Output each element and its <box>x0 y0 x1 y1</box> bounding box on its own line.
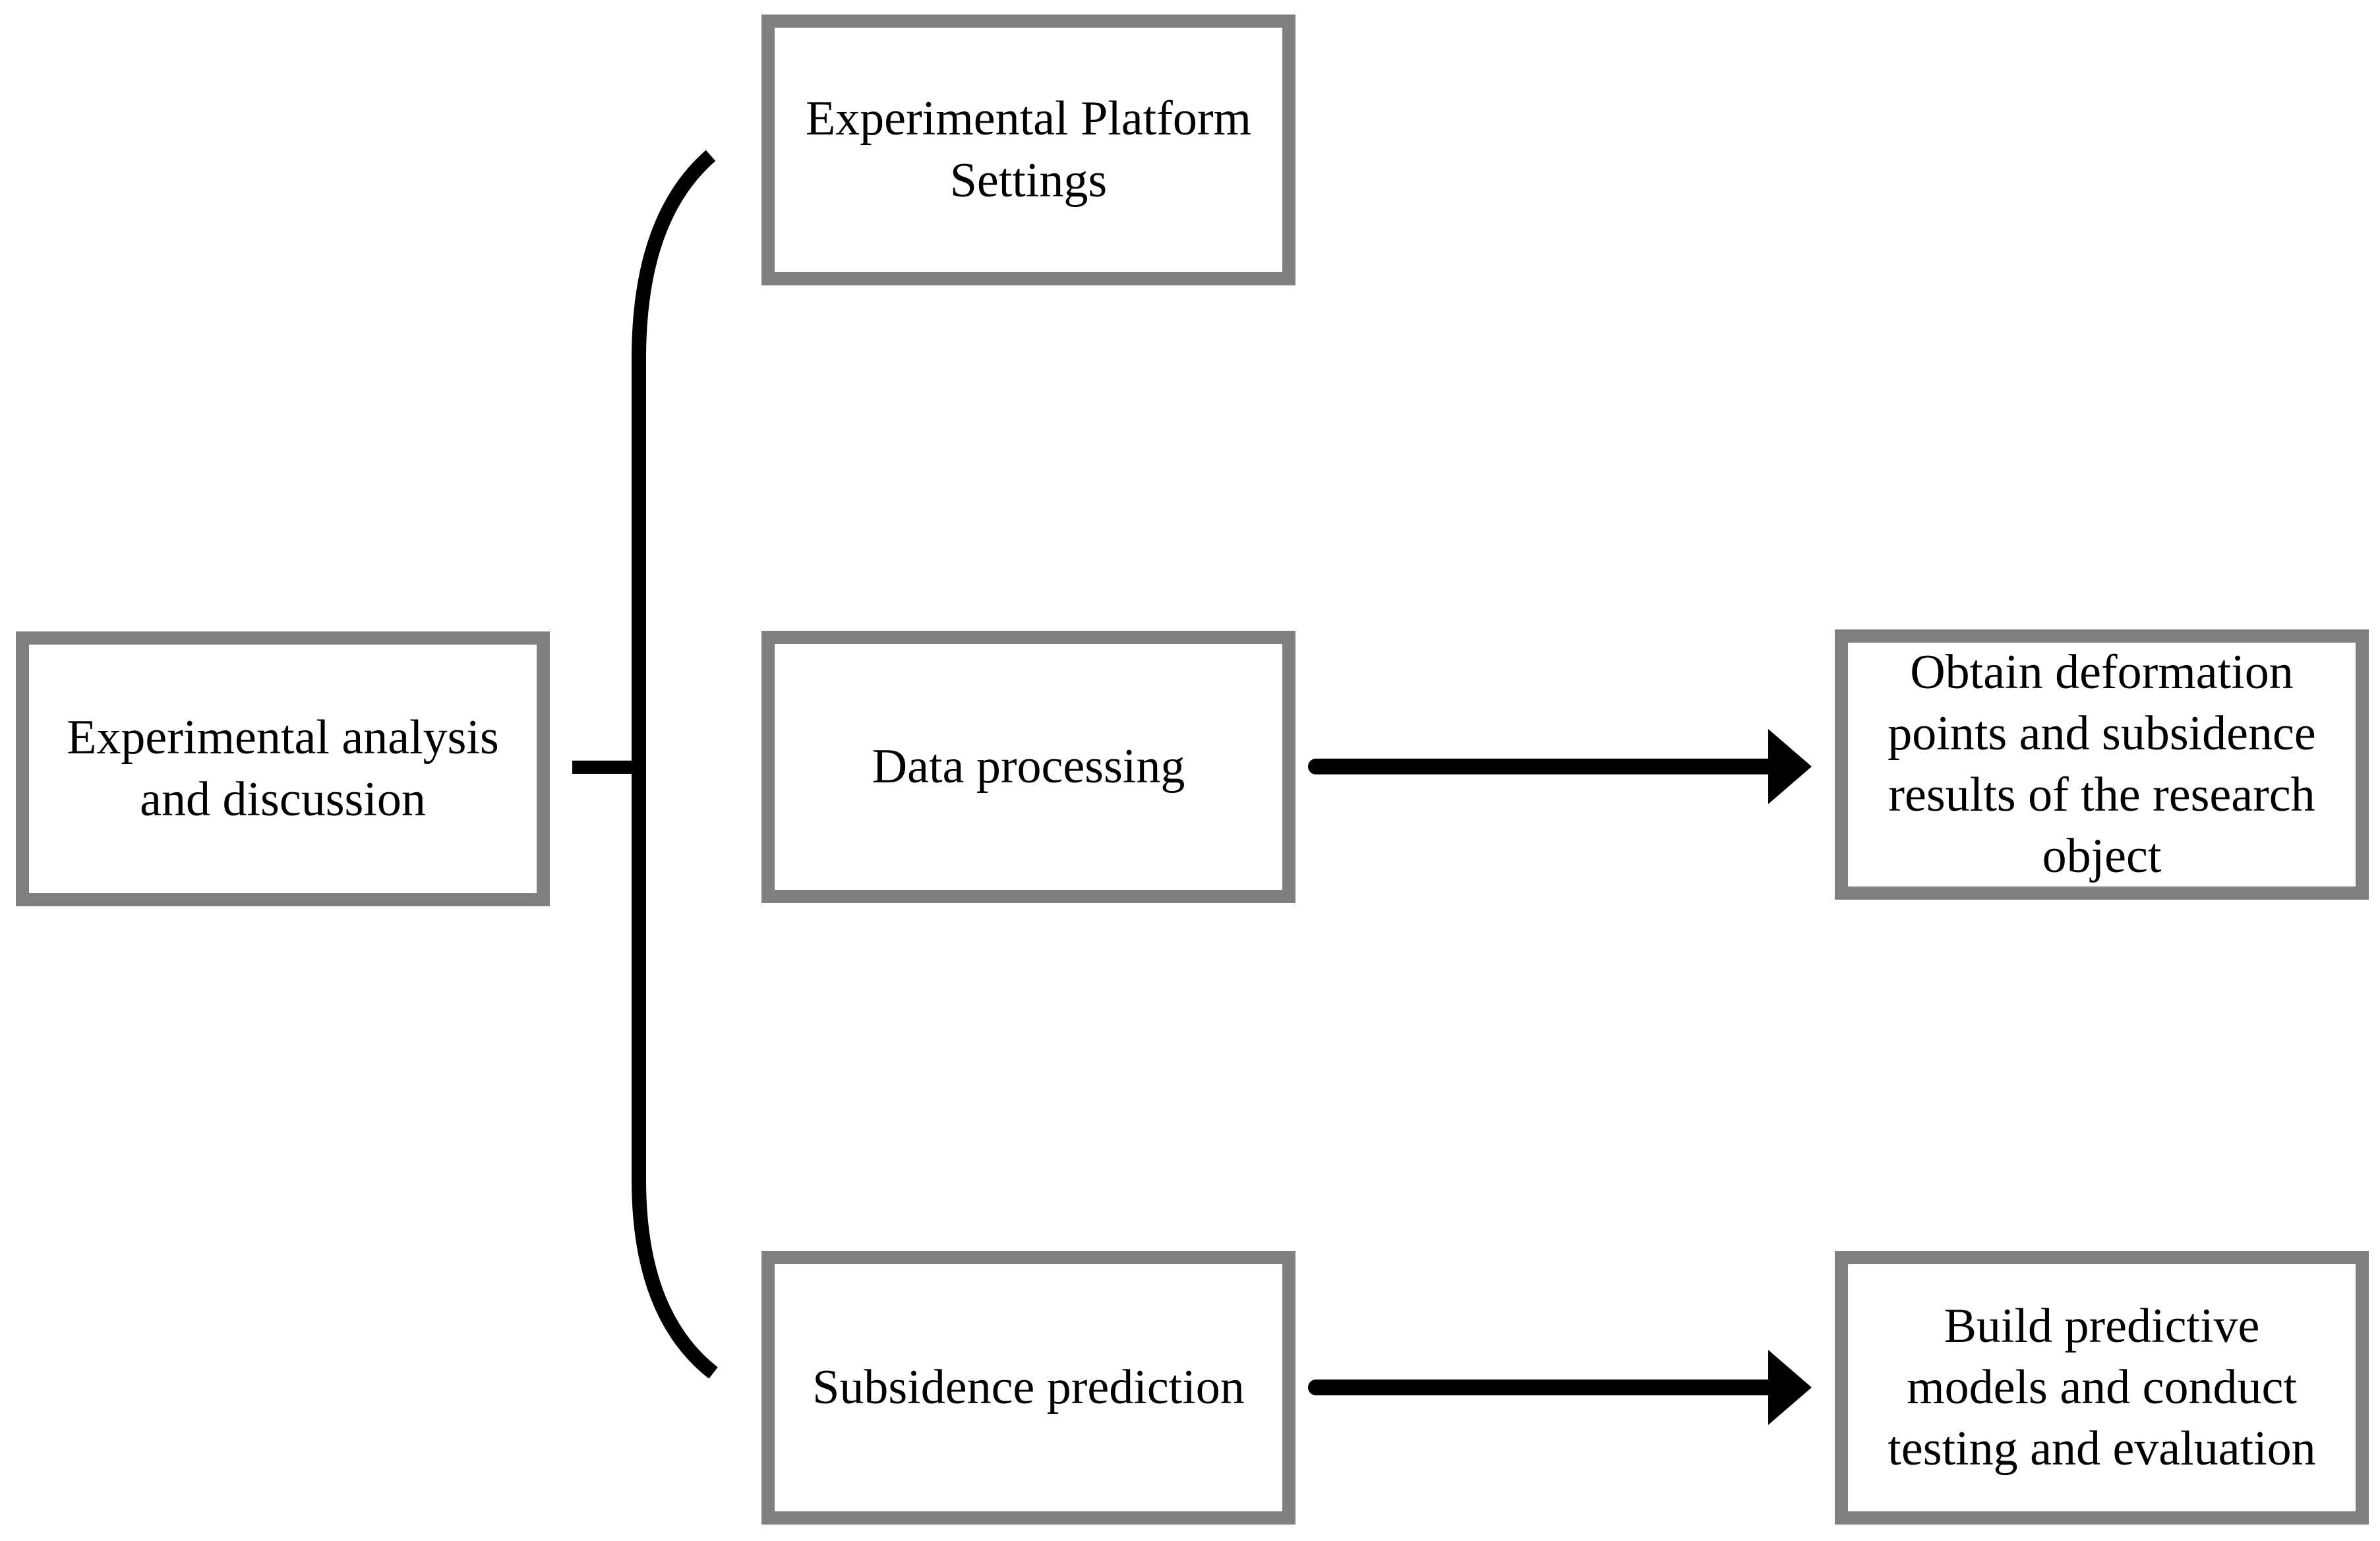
build-predictive-models-label: Build predictive models and conduct test… <box>1888 1298 2316 1476</box>
experimental-platform-settings-box: Experimental Platform Settings <box>761 15 1295 285</box>
subsidence-to-build-arrow <box>1308 1350 1812 1425</box>
subsidence-prediction-label: Subsidence prediction <box>812 1360 1245 1414</box>
build-predictive-models-box: Build predictive models and conduct test… <box>1835 1251 2369 1525</box>
experimental-platform-settings-label: Experimental Platform Settings <box>805 92 1252 208</box>
obtain-deformation-results-box: Obtain deformation points and subsidence… <box>1835 629 2369 900</box>
experimental-analysis-box: Experimental analysis and discussion <box>16 631 550 906</box>
experimental-analysis-label: Experimental analysis and discussion <box>67 711 499 827</box>
subsidence-prediction-box: Subsidence prediction <box>761 1251 1295 1525</box>
arrow-head <box>1768 729 1812 804</box>
arrow-head <box>1768 1350 1812 1425</box>
data-to-obtain-arrow <box>1308 729 1812 804</box>
obtain-deformation-results-label: Obtain deformation points and subsidence… <box>1888 645 2316 884</box>
brace-connector <box>632 150 718 1379</box>
data-processing-label: Data processing <box>872 739 1185 794</box>
data-processing-box: Data processing <box>761 631 1295 903</box>
